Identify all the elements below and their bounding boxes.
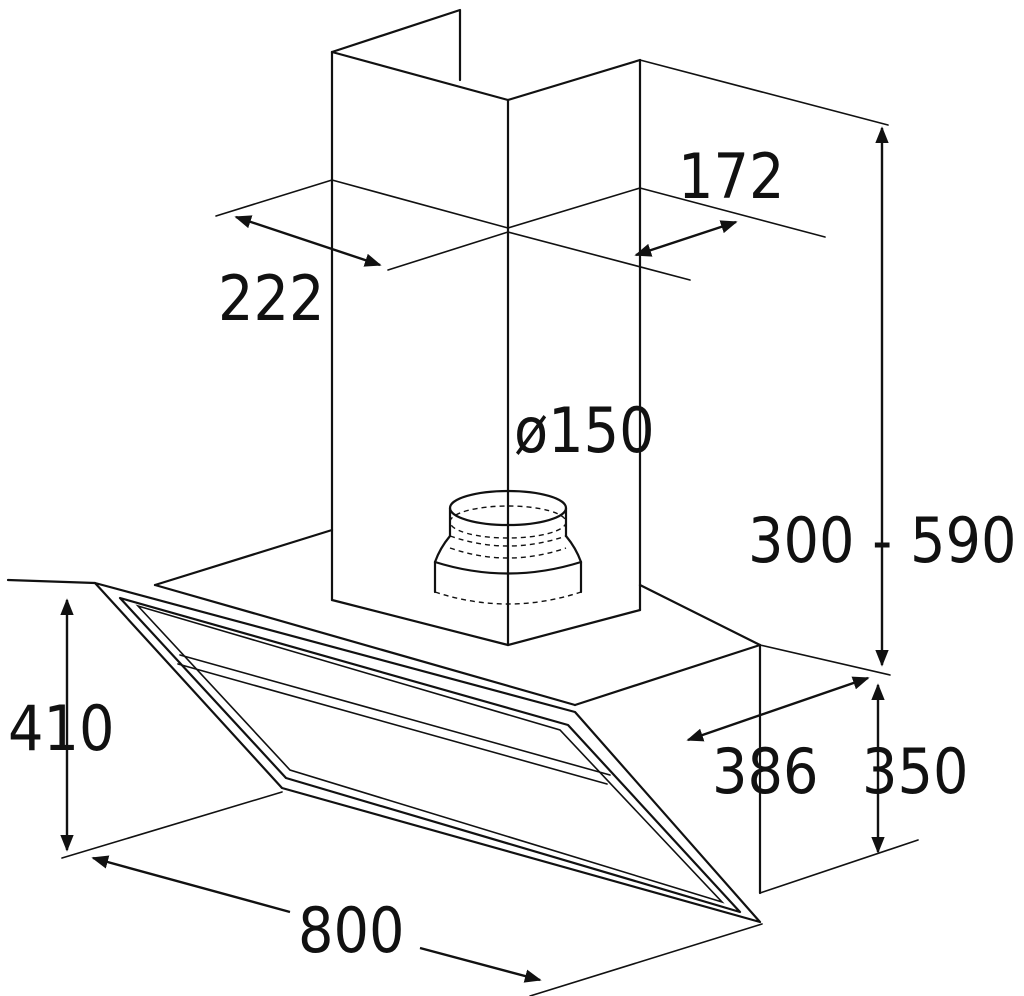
- label-chimney-height: 300 - 590: [748, 504, 1016, 577]
- dimension-arrows: [60, 126, 919, 996]
- arrow-172: [634, 220, 738, 257]
- arrow-222: [234, 215, 382, 267]
- chimney-extension-lines: [215, 59, 889, 281]
- arrow-800-right: [419, 946, 542, 983]
- label-hood-depth: 386: [712, 735, 818, 808]
- label-hood-height: 410: [8, 692, 114, 765]
- duct-collar: [433, 489, 583, 605]
- arrow-386: [686, 676, 870, 742]
- label-hood-width: 800: [298, 894, 404, 967]
- label-chimney-depth: 222: [218, 262, 324, 335]
- hood-base-body: [153, 528, 891, 895]
- label-chimney-width: 172: [678, 140, 784, 213]
- arrow-800-left: [91, 855, 291, 914]
- chimney-outline: [330, 8, 642, 647]
- label-body-height: 350: [862, 735, 968, 808]
- glass-canopy: [6, 578, 762, 924]
- label-duct-diameter: ø150: [514, 394, 655, 467]
